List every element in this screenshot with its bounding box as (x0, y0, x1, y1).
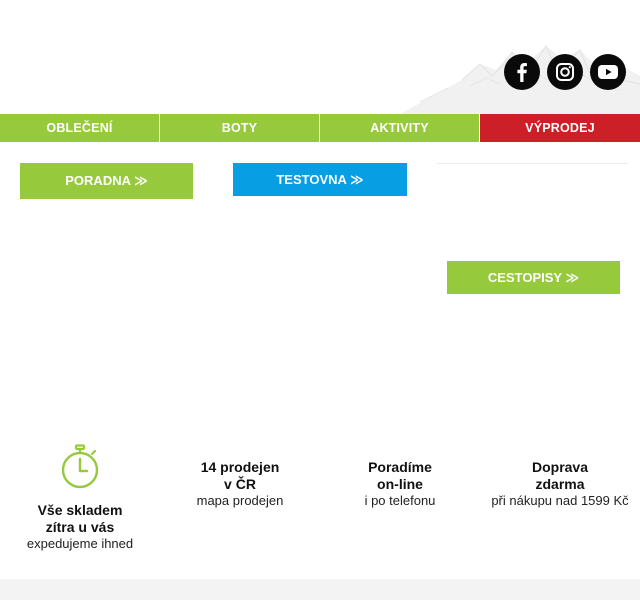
main-navigation: OBLEČENÍ BOTY AKTIVITY VÝPRODEJ (0, 114, 640, 142)
benefit-title-line2: on-line (377, 476, 423, 492)
benefit-title-line2: zdarma (535, 476, 585, 492)
benefit-stores: 14 prodejen v ČR mapa prodejen (170, 459, 310, 510)
instagram-icon (556, 63, 574, 81)
benefit-free-shipping: Doprava zdarma při nákupu nad 1599 Kč (490, 459, 630, 510)
benefit-advice: Poradíme on-line i po telefonu (330, 459, 470, 510)
facebook-link[interactable] (504, 54, 540, 90)
benefit-title-line2: zítra u vás (45, 519, 115, 535)
benefit-title-line1: Vše skladem (37, 502, 123, 518)
poradna-button[interactable]: PORADNA ≫ (20, 163, 193, 199)
store-map-link[interactable]: mapa prodejen (196, 493, 284, 508)
youtube-icon (598, 65, 618, 79)
instagram-link[interactable] (547, 54, 583, 90)
divider (437, 163, 628, 164)
benefit-title-line2: v ČR (224, 476, 256, 492)
facebook-icon (517, 63, 527, 82)
nav-item-obleceni[interactable]: OBLEČENÍ (0, 114, 159, 142)
benefit-title-line1: Doprava (531, 459, 589, 475)
cestopisy-button[interactable]: CESTOPISY ≫ (447, 261, 620, 294)
nav-item-vyprodej[interactable]: VÝPRODEJ (480, 114, 640, 142)
stopwatch-icon (61, 444, 99, 489)
benefit-subtitle: při nákupu nad 1599 Kč (491, 493, 629, 508)
testovna-button[interactable]: TESTOVNA ≫ (233, 163, 407, 196)
header (0, 0, 640, 114)
youtube-link[interactable] (590, 54, 626, 90)
footer-band (0, 579, 640, 600)
benefit-title-line1: Poradíme (368, 459, 432, 475)
benefit-subtitle: expedujeme ihned (26, 536, 134, 551)
benefit-in-stock: Vše skladem zítra u vás expedujeme ihned (10, 444, 150, 553)
nav-item-boty[interactable]: BOTY (160, 114, 319, 142)
benefit-subtitle: i po telefonu (364, 493, 436, 508)
nav-item-aktivity[interactable]: AKTIVITY (320, 114, 479, 142)
benefit-title-line1: 14 prodejen (200, 459, 280, 475)
